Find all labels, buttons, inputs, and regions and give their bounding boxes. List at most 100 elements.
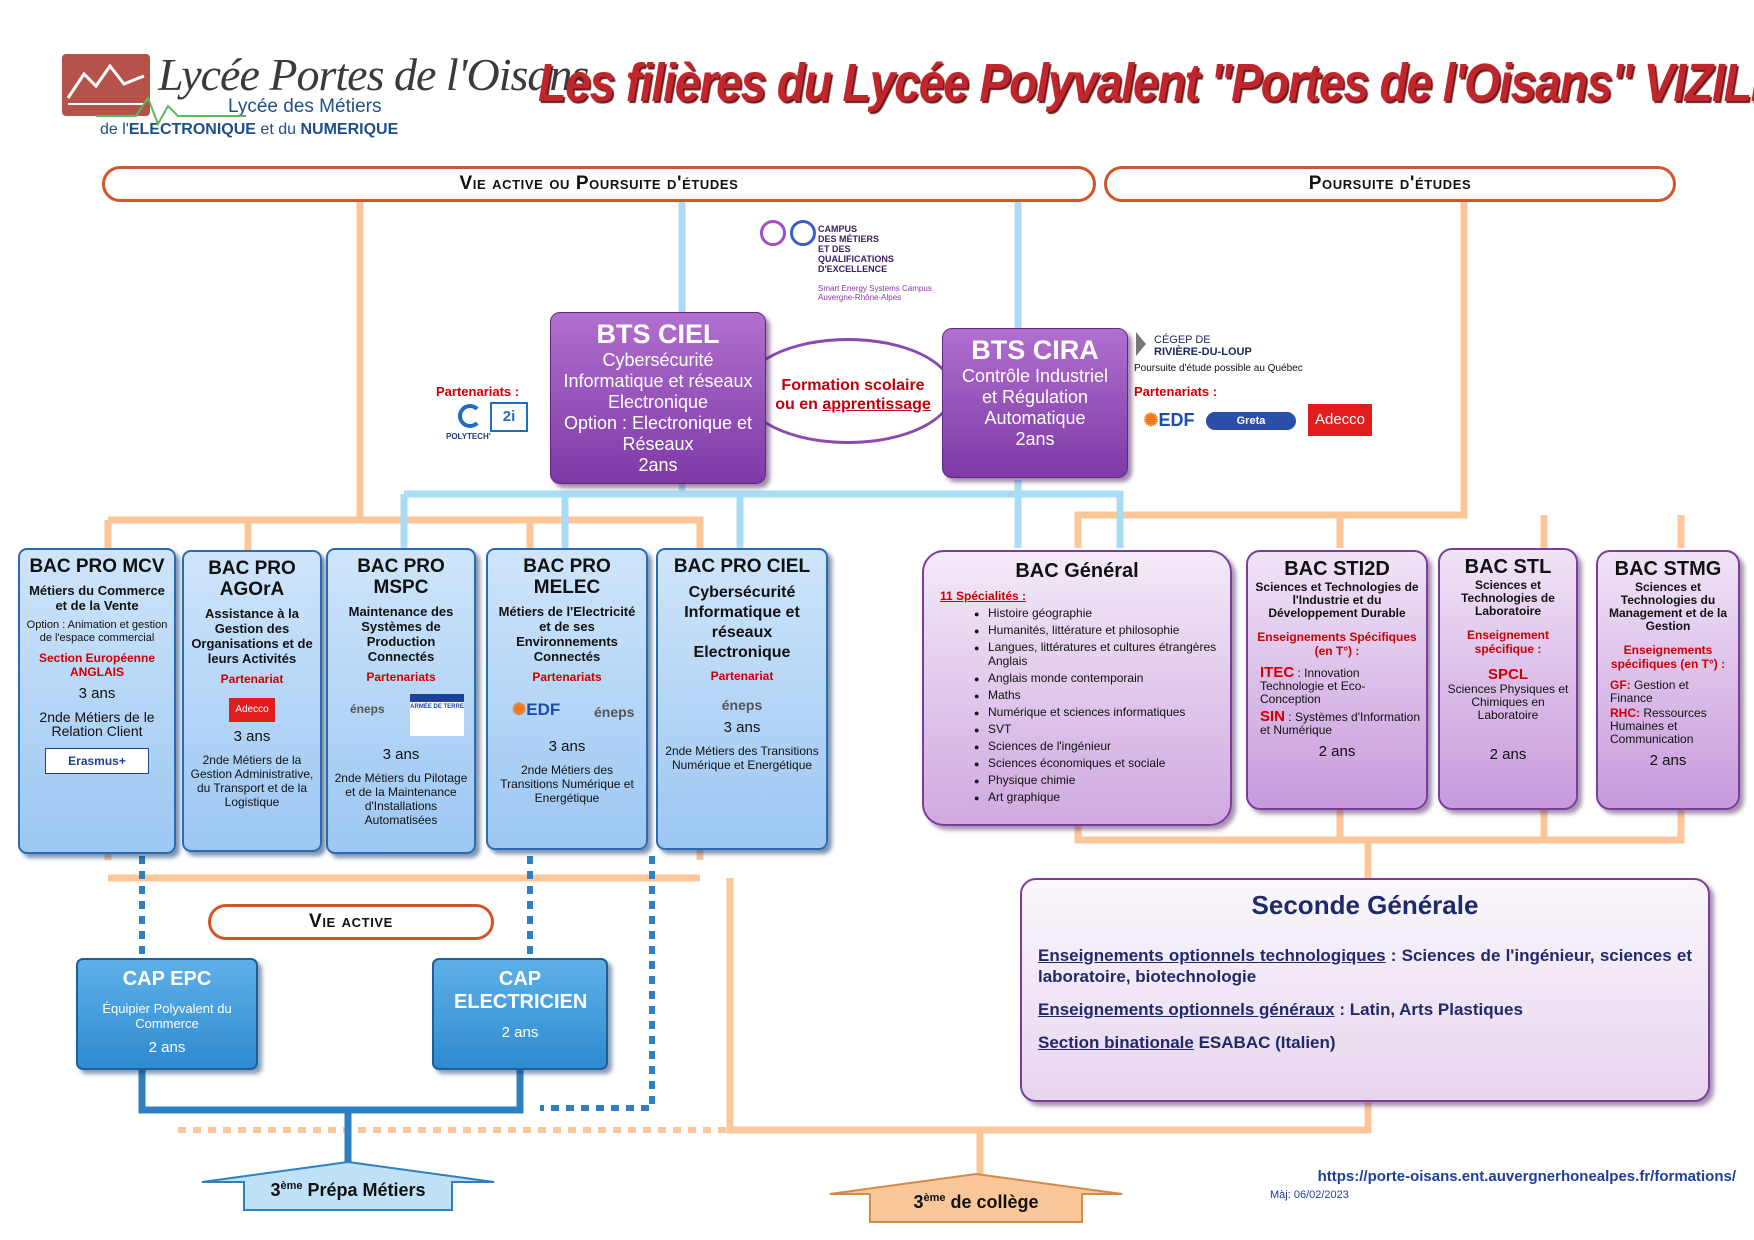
bts-cira-line: Contrôle Industriel	[961, 366, 1109, 386]
update-date: Màj: 06/02/2023	[1270, 1189, 1349, 1201]
bac-stl-spcl-desc: Sciences Physiques et Chimiques en Labor…	[1447, 682, 1569, 722]
bac-pro-partner-label: Partenariats	[366, 670, 436, 684]
bac-pro-seconde: 2nde Métiers des Transitions Numérique e…	[500, 763, 634, 805]
bac-pro-duration: 3 ans	[382, 746, 420, 763]
greta-logo: Greta	[1206, 412, 1296, 430]
bac-pro-mcv-card[interactable]: BAC PRO MCV Métiers du Commerce et de la…	[18, 548, 176, 854]
bac-sti2d-spec-label: Enseignements Spécifiques (en T°) :	[1257, 630, 1417, 658]
heartbeat-line-icon	[96, 95, 246, 127]
bts-ciel-line: Option : Electronique et	[563, 413, 753, 433]
formation-mode: Formation scolaire ou en apprentissage	[764, 376, 942, 414]
orange-connector	[726, 878, 1372, 1134]
specialties-list: Histoire géographieHumanités, littératur…	[974, 606, 1224, 805]
eneps-logo: éneps	[350, 702, 385, 716]
edf-logo: ✺EDF	[512, 700, 561, 719]
bac-stmg-title: BAC STMG	[1614, 558, 1722, 580]
adecco-logo: Adecco	[229, 698, 275, 722]
quebec-note: Poursuite d'étude possible au Québec	[1134, 363, 1303, 374]
bac-pro-agora-card[interactable]: BAC PRO AGOrA Assistance à la Gestion de…	[182, 550, 322, 852]
bac-pro-desc: Maintenance des Systèmes de Production C…	[348, 604, 454, 664]
specialty-item: Art graphique	[974, 790, 1224, 805]
bac-general-title: BAC Général	[1015, 560, 1139, 582]
specialty-item: Maths	[974, 688, 1224, 703]
cap-epc-card[interactable]: CAP EPC Équipier Polyvalent du Commerce …	[76, 958, 258, 1070]
banner-vie-active: Vie active	[208, 904, 494, 940]
school-specialty: de l'ELECTRONIQUE et du NUMERIQUE	[100, 121, 399, 138]
bac-stmg-gf: GF: Gestion et Finance	[1610, 678, 1689, 705]
specialty-item: Sciences économiques et sociale	[974, 756, 1224, 771]
bac-pro-desc: Métiers du Commerce et de la Vente	[29, 583, 165, 613]
bac-pro-duration: 3 ans	[723, 719, 761, 736]
bac-pro-desc: Cybersécurité Informatique et réseaux El…	[684, 584, 800, 661]
bac-pro-ciel-card[interactable]: BAC PRO CIEL Cybersécurité Informatique …	[656, 548, 828, 850]
bac-pro-title: BAC PRO MELEC	[523, 556, 611, 598]
bac-pro-partner-label: Partenariat	[220, 672, 284, 686]
bac-pro-title: BAC PRO MCV	[29, 556, 165, 577]
polytech-logo-text: POLYTECH'	[446, 432, 491, 441]
bac-pro-mspc-card[interactable]: BAC PRO MSPC Maintenance des Systèmes de…	[326, 548, 476, 854]
bac-sti2d-itec: ITEC : Innovation Technologie et Eco-Con…	[1260, 664, 1366, 706]
bts-cira-line: et Régulation	[981, 387, 1089, 407]
bts-ciel-duration: 2ans	[638, 455, 678, 475]
bac-pro-seconde: 2nde Métiers de le Relation Client	[39, 709, 155, 739]
specialty-item: Anglais monde contemporain	[974, 671, 1224, 686]
bac-pro-logos: éneps ARMÉE DE TERRE	[332, 692, 470, 740]
bac-general-card[interactable]: BAC Général 11 Spécialités : Histoire gé…	[922, 550, 1232, 826]
bts-cira-card[interactable]: BTS CIRA Contrôle Industriel et Régulati…	[942, 328, 1128, 478]
armee-de-terre-logo: ARMÉE DE TERRE	[410, 694, 464, 736]
bac-pro-title: BAC PRO MSPC	[357, 556, 445, 598]
specialty-item: Numérique et sciences informatiques	[974, 705, 1224, 720]
seconde-options-techno: Enseignements optionnels technologiques …	[1038, 946, 1692, 986]
campus-badge-icon	[760, 220, 786, 246]
specialty-item: Langues, littératures et cultures étrang…	[974, 640, 1224, 668]
bac-pro-title: BAC PRO AGOrA	[208, 558, 296, 600]
specialty-item: Physique chimie	[974, 773, 1224, 788]
cap-epc-desc: Équipier Polyvalent du Commerce	[102, 1001, 232, 1031]
bac-sti2d-card[interactable]: BAC STI2D Sciences et Technologies de l'…	[1246, 550, 1428, 810]
banner-vie-active-ou-poursuite: Vie active ou Poursuite d'études	[102, 166, 1096, 202]
bts-cira-line: Automatique	[984, 408, 1086, 428]
seconde-title: Seconde Générale	[1251, 890, 1479, 920]
bac-pro-section: Section Européenne ANGLAIS	[38, 651, 156, 679]
bac-stmg-desc: Sciences et Technologies du Management e…	[1608, 580, 1728, 633]
bts-ciel-line: Réseaux	[622, 434, 694, 454]
bac-pro-seconde: 2nde Métiers du Pilotage et de la Mainte…	[334, 771, 468, 827]
specialty-item: Sciences de l'ingénieur	[974, 739, 1224, 754]
bts-ciel-card[interactable]: BTS CIEL Cybersécurité Informatique et r…	[550, 312, 766, 484]
bts-cira-duration: 2ans	[1015, 429, 1055, 449]
bac-pro-duration: 3 ans	[233, 728, 271, 745]
bts-ciel-line: Electronique	[607, 392, 709, 412]
mountain-icon	[66, 63, 145, 105]
bac-pro-title: BAC PRO CIEL	[673, 556, 811, 577]
bac-stl-spcl: SPCL	[1487, 666, 1528, 683]
cap-electricien-title: CAP ELECTRICIEN	[454, 968, 588, 1013]
prepa-metiers-label: 3ème Prépa Métiers	[270, 1180, 426, 1200]
bac-pro-melec-card[interactable]: BAC PRO MELEC Métiers de l'Electricité e…	[486, 548, 648, 850]
college-arrow	[829, 1172, 1123, 1223]
bac-pro-desc: Assistance à la Gestion des Organisation…	[191, 606, 313, 666]
bac-stmg-card[interactable]: BAC STMG Sciences et Technologies du Man…	[1596, 550, 1740, 810]
seconde-generale-card[interactable]: Seconde Générale Enseignements optionnel…	[1020, 878, 1710, 1102]
seconde-options-generaux: Enseignements optionnels généraux : Lati…	[1038, 1000, 1523, 1019]
bac-pro-seconde: 2nde Métiers des Transitions Numérique e…	[665, 744, 819, 772]
formation-line: Formation scolaire	[781, 377, 925, 394]
cap-electricien-card[interactable]: CAP ELECTRICIEN 2 ans	[432, 958, 608, 1070]
2i-logo: 2i	[490, 402, 528, 432]
specialty-item: SVT	[974, 722, 1224, 737]
bac-stl-card[interactable]: BAC STL Sciences et Technologies de Labo…	[1438, 548, 1578, 810]
bts-cira-title: BTS CIRA	[971, 335, 1099, 365]
bac-sti2d-sin: SIN : Systèmes d'Information et Numériqu…	[1260, 708, 1421, 737]
campus-ring-icon	[790, 220, 816, 246]
formation-ellipse	[742, 338, 954, 444]
bac-pro-partner-label: Partenariats	[532, 670, 602, 684]
page-title: Les filières du Lycée Polyvalent "Portes…	[538, 53, 1754, 113]
eneps-logo: éneps	[594, 704, 635, 720]
website-link[interactable]: https://porte-oisans.ent.auvergnerhoneal…	[1317, 1168, 1736, 1185]
bac-pro-seconde: 2nde Métiers de la Gestion Administrativ…	[190, 753, 314, 809]
formation-line: ou en apprentissage	[775, 396, 931, 413]
bac-pro-duration: 3 ans	[78, 685, 116, 702]
school-name: Lycée Portes de l'Oisans	[158, 49, 589, 100]
bts-ciel-partners-label: Partenariats :	[436, 384, 520, 399]
